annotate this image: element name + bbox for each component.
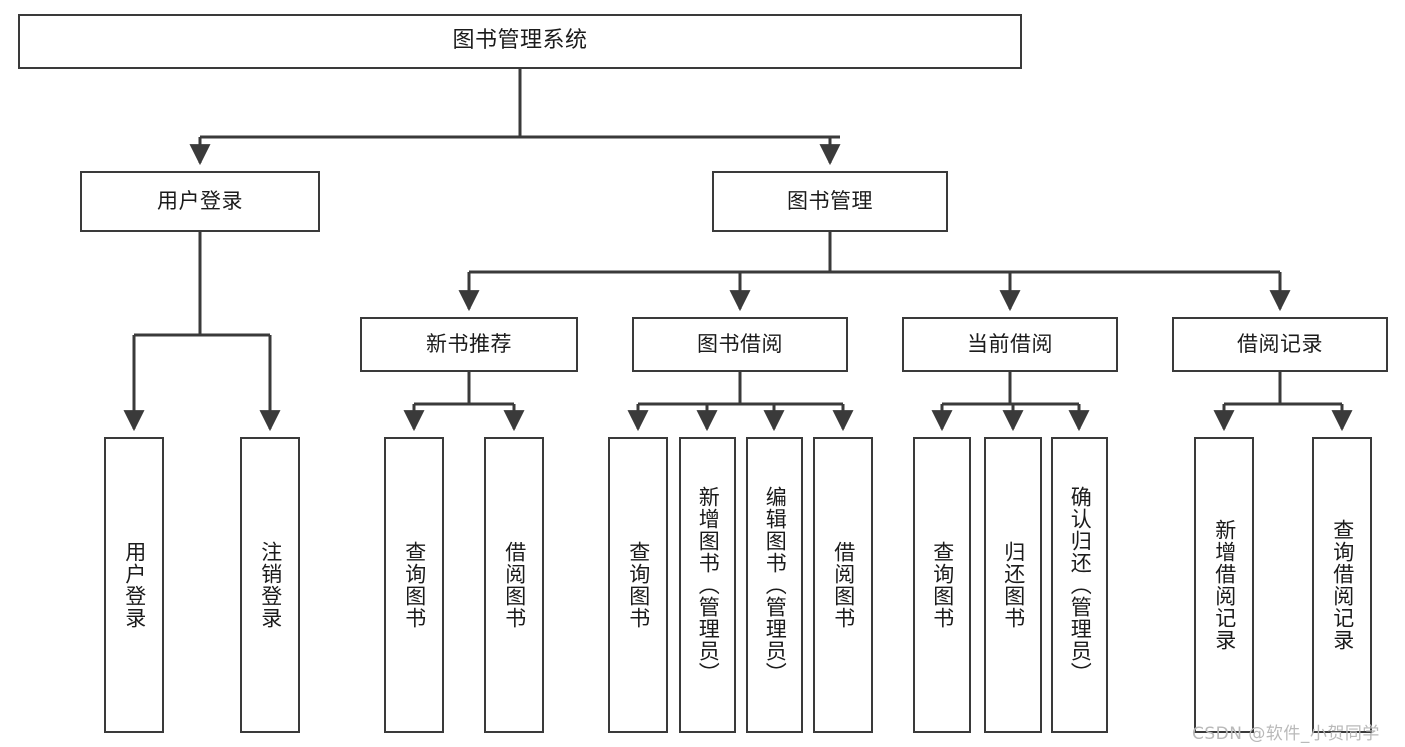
leaf-query-book-current-label: 查询图书 xyxy=(930,541,955,629)
node-user-login[interactable]: 用户登录 xyxy=(80,171,320,232)
leaf-add-book-admin-label: 新增图书（管理员） xyxy=(696,486,721,684)
leaf-borrow-book[interactable]: 借阅图书 xyxy=(813,437,873,733)
leaf-query-book-current[interactable]: 查询图书 xyxy=(913,437,971,733)
node-book-borrow-label: 图书借阅 xyxy=(697,331,783,356)
leaf-query-book-recommend[interactable]: 查询图书 xyxy=(384,437,444,733)
leaf-query-book-borrow[interactable]: 查询图书 xyxy=(608,437,668,733)
leaf-logout-label: 注销登录 xyxy=(258,541,283,629)
node-book-borrow[interactable]: 图书借阅 xyxy=(632,317,848,372)
node-borrow-record[interactable]: 借阅记录 xyxy=(1172,317,1388,372)
csdn-watermark: CSDN @软件_小贺同学 xyxy=(1192,724,1380,744)
leaf-query-borrow-record-label: 查询借阅记录 xyxy=(1330,519,1355,651)
leaf-borrow-book-recommend-label: 借阅图书 xyxy=(502,541,527,629)
leaf-return-book[interactable]: 归还图书 xyxy=(984,437,1042,733)
leaf-confirm-return-admin-label: 确认归还（管理员） xyxy=(1068,486,1093,684)
leaf-borrow-book-recommend[interactable]: 借阅图书 xyxy=(484,437,544,733)
leaf-return-book-label: 归还图书 xyxy=(1001,541,1026,629)
leaf-query-book-recommend-label: 查询图书 xyxy=(402,541,427,629)
node-new-book-recommend[interactable]: 新书推荐 xyxy=(360,317,578,372)
node-root[interactable]: 图书管理系统 xyxy=(18,14,1022,69)
node-current-borrow[interactable]: 当前借阅 xyxy=(902,317,1118,372)
leaf-add-borrow-record-label: 新增借阅记录 xyxy=(1212,519,1237,651)
leaf-confirm-return-admin[interactable]: 确认归还（管理员） xyxy=(1051,437,1108,733)
leaf-edit-book-admin[interactable]: 编辑图书（管理员） xyxy=(746,437,803,733)
leaf-add-borrow-record[interactable]: 新增借阅记录 xyxy=(1194,437,1254,733)
leaf-user-login[interactable]: 用户登录 xyxy=(104,437,164,733)
node-user-login-label: 用户登录 xyxy=(157,188,243,213)
leaf-edit-book-admin-label: 编辑图书（管理员） xyxy=(763,486,788,684)
leaf-add-book-admin[interactable]: 新增图书（管理员） xyxy=(679,437,736,733)
node-current-borrow-label: 当前借阅 xyxy=(967,331,1053,356)
node-book-management[interactable]: 图书管理 xyxy=(712,171,948,232)
node-borrow-record-label: 借阅记录 xyxy=(1237,331,1323,356)
leaf-user-login-label: 用户登录 xyxy=(122,541,147,629)
node-new-book-recommend-label: 新书推荐 xyxy=(426,331,512,356)
node-root-label: 图书管理系统 xyxy=(452,28,588,54)
leaf-query-borrow-record[interactable]: 查询借阅记录 xyxy=(1312,437,1372,733)
leaf-borrow-book-label: 借阅图书 xyxy=(831,541,856,629)
node-book-management-label: 图书管理 xyxy=(787,188,873,213)
leaf-query-book-borrow-label: 查询图书 xyxy=(626,541,651,629)
leaf-logout[interactable]: 注销登录 xyxy=(240,437,300,733)
